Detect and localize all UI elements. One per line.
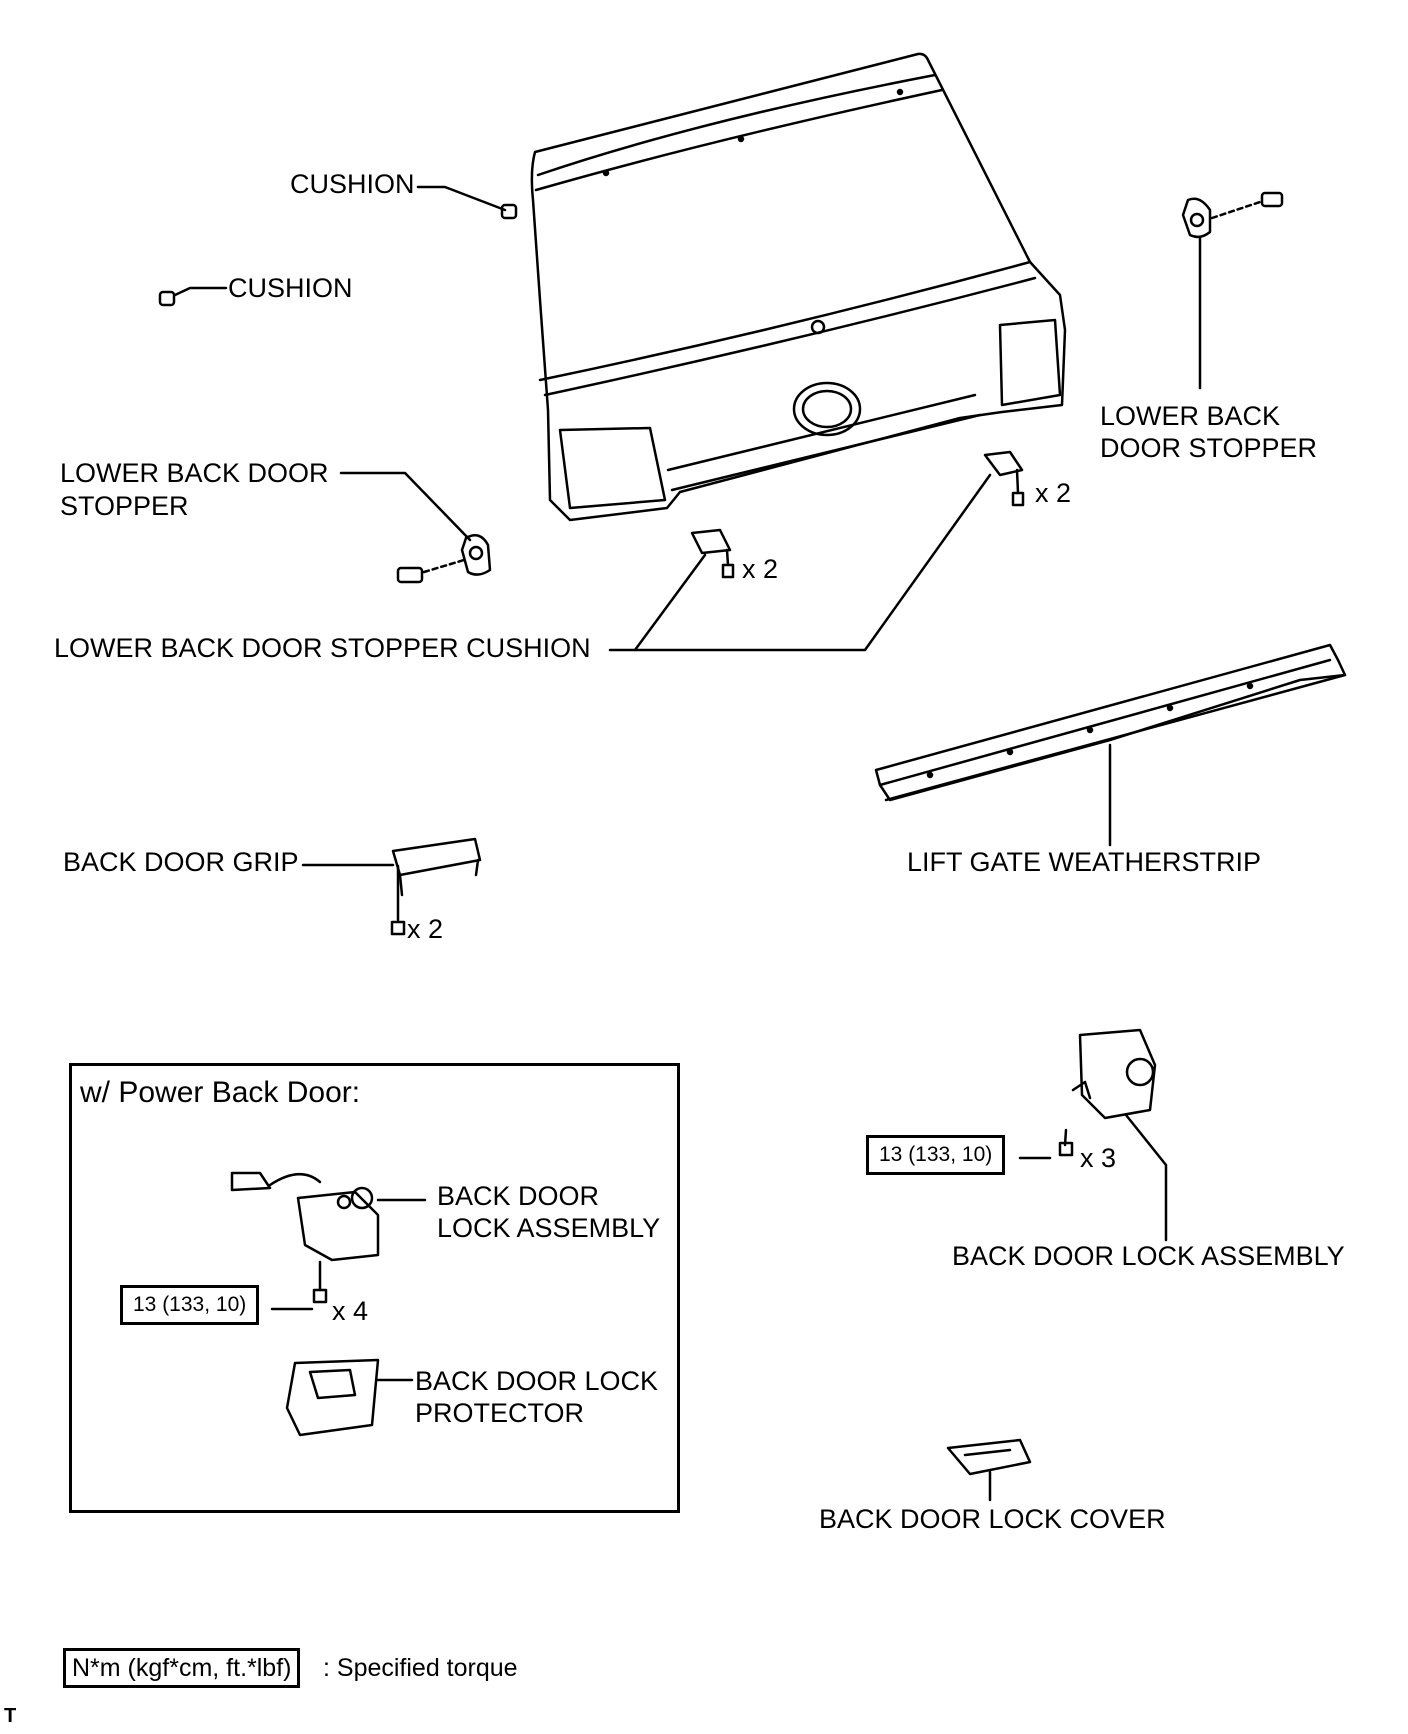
qty-grip-bolts: x 2: [407, 914, 444, 944]
label-lower-stopper-right-line2: DOOR STOPPER: [1100, 433, 1318, 463]
label-back-door-lock-cover: BACK DOOR LOCK COVER: [819, 1504, 1166, 1534]
label-lower-stopper-left-line1: LOWER BACK DOOR: [60, 458, 329, 488]
legend-torque-text: : Specified torque: [323, 1654, 518, 1682]
label-lower-stopper-right-line1: LOWER BACK: [1100, 401, 1281, 431]
torque-box-lock-power: 13 (133, 10): [120, 1285, 260, 1325]
lower-stopper-left-part: [339, 471, 492, 584]
torque-box-lock-right: 13 (133, 10): [866, 1135, 1006, 1175]
qty-lock-right-bolts: x 3: [1080, 1143, 1117, 1173]
qty-stopper-cushion-right: x 2: [1035, 478, 1072, 508]
power-lock-assembly-part: [230, 1171, 427, 1311]
lift-gate-weatherstrip-part: [874, 643, 1347, 847]
power-back-door-title: w/ Power Back Door:: [80, 1076, 361, 1109]
label-cushion-top: CUSHION: [290, 169, 415, 199]
label-cushion-left: CUSHION: [228, 273, 353, 303]
lower-stopper-right-part: [1181, 191, 1284, 390]
label-power-lock-protector-line1: BACK DOOR LOCK: [415, 1366, 659, 1396]
stopper-cushion-parts: [608, 450, 1025, 652]
label-lift-gate-weatherstrip: LIFT GATE WEATHERSTRIP: [907, 847, 1262, 877]
label-stopper-cushion: LOWER BACK DOOR STOPPER CUSHION: [54, 633, 591, 663]
qty-lock-power-bolts: x 4: [332, 1296, 369, 1326]
back-door-panel: [530, 52, 1067, 522]
corner-mark: T: [4, 1705, 17, 1727]
power-lock-protector-part: [285, 1358, 414, 1437]
label-back-door-grip: BACK DOOR GRIP: [63, 847, 299, 877]
back-door-lock-cover-part: [946, 1438, 1032, 1502]
legend-torque-unit: N*m (kgf*cm, ft.*lbf): [63, 1648, 301, 1688]
cushion-top-part: [416, 185, 518, 220]
power-back-door-box: [69, 1063, 680, 1513]
label-power-lock-assembly-line2: LOCK ASSEMBLY: [437, 1213, 661, 1243]
label-back-door-lock-assembly: BACK DOOR LOCK ASSEMBLY: [952, 1241, 1345, 1271]
label-power-lock-protector-line2: PROTECTOR: [415, 1398, 585, 1428]
label-power-lock-assembly-line1: BACK DOOR: [437, 1181, 600, 1211]
back-door-lock-assembly-right-part: [1018, 1028, 1168, 1242]
label-lower-stopper-left-line2: STOPPER: [60, 491, 189, 521]
cushion-left-part: [158, 286, 228, 307]
back-door-grip-part: [301, 837, 482, 936]
qty-stopper-cushion-left: x 2: [742, 554, 779, 584]
